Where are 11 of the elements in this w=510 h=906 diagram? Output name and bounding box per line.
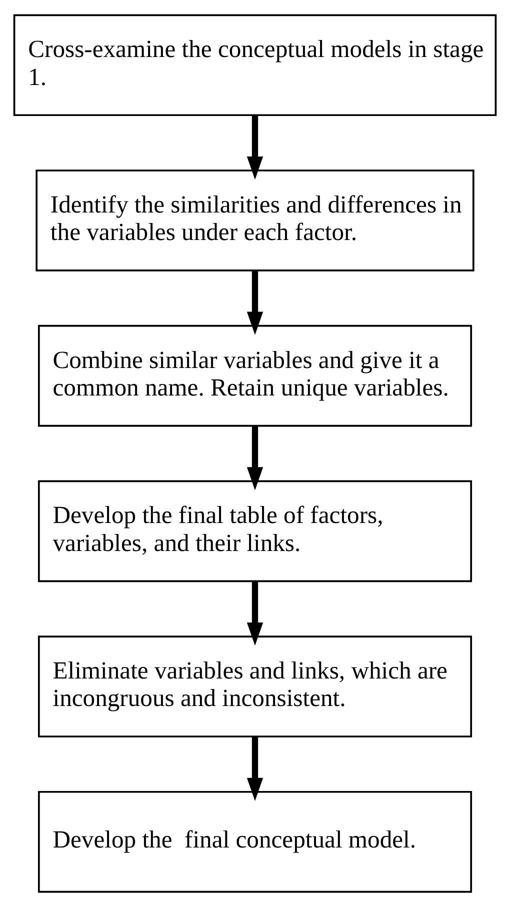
arrow bbox=[246, 114, 264, 180]
node-box: Cross-examine the conceptual models in stage 1. bbox=[13, 14, 497, 116]
arrow bbox=[246, 270, 264, 334]
node-box: Eliminate variables and links, which are incongruous and inconsistent. bbox=[38, 635, 472, 737]
arrow bbox=[246, 736, 264, 800]
node-box: Develop the final table of factors, variables, and their links. bbox=[38, 480, 472, 582]
arrow bbox=[246, 425, 264, 490]
arrow bbox=[246, 580, 264, 646]
node-box: Identify the similarities and differences in the variables under each factor. bbox=[36, 169, 474, 271]
node-box: Combine similar variables and give it a common name. Retain unique variables. bbox=[38, 324, 472, 426]
node-box: Develop the final conceptual model. bbox=[38, 790, 472, 892]
